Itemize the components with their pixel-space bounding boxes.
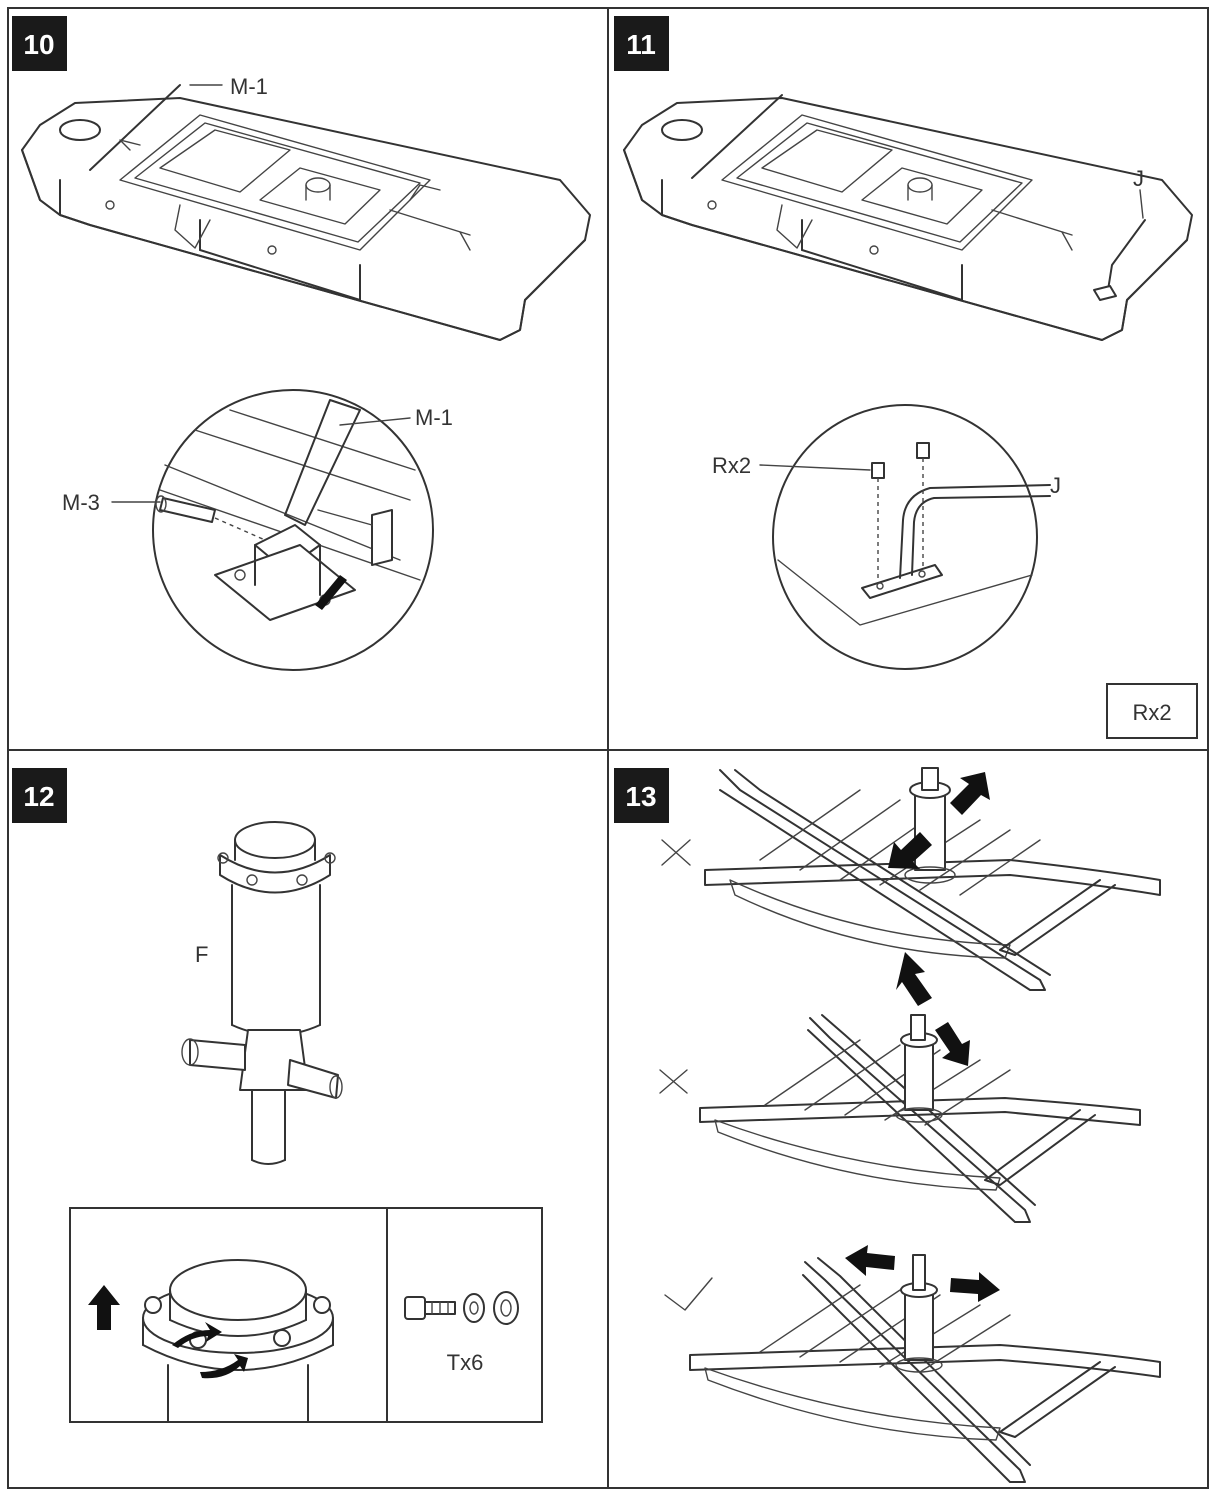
label-f: F: [195, 942, 208, 967]
base-frame-correct: [689, 1254, 1161, 1483]
arrow-icon: [845, 1245, 1000, 1302]
base-frame-wrong-2: [699, 1014, 1141, 1223]
step-number: 12: [23, 781, 54, 812]
step-12-panel: 12 F: [12, 768, 543, 1423]
step-number-badge: 11: [614, 16, 669, 71]
label-j-detail: J: [1050, 473, 1061, 498]
hardware-count-box: Rx2: [1106, 683, 1198, 739]
handle-detail-view: [772, 404, 1051, 670]
panel-grid: [7, 7, 1209, 1489]
step-13-panel: 13: [614, 767, 1161, 1483]
rx2-leader: [759, 464, 871, 471]
cross-mark-icon: [659, 1069, 688, 1094]
label-m1-detail: M-1: [415, 405, 453, 430]
cylinder-f-drawing: [181, 821, 343, 1165]
label-j-top: J: [1133, 166, 1144, 191]
bolt-detail-box: [69, 1207, 543, 1423]
label-m1-top: M-1: [230, 74, 268, 99]
rx2-box-label: Rx2: [1132, 700, 1171, 725]
label-m3: M-3: [62, 490, 100, 515]
step-number: 10: [23, 29, 54, 60]
massage-table-drawing: [21, 84, 591, 341]
m1-detail-leader: [339, 417, 411, 426]
base-frame-wrong-1: [704, 767, 1161, 991]
cross-mark-icon: [661, 839, 691, 866]
check-mark-icon: [664, 1277, 713, 1311]
bolt-washer-icon: [404, 1291, 519, 1325]
step-number-badge: 10: [12, 16, 67, 71]
arrow-icon: [888, 772, 990, 869]
step-number: 13: [625, 781, 656, 812]
step-number-badge: 12: [12, 768, 67, 823]
arrow-icon: [896, 952, 970, 1066]
label-tx6: Tx6: [447, 1350, 484, 1375]
step-number: 11: [626, 29, 656, 60]
up-arrow-icon: [88, 1285, 120, 1330]
step-number-badge: 13: [614, 768, 669, 823]
j-leader: [1139, 189, 1144, 219]
step-10-panel: 10 M-1: [12, 16, 591, 671]
step-11-panel: 11 J: [614, 16, 1198, 739]
label-rx2-detail: Rx2: [712, 453, 751, 478]
hinge-detail-view: [152, 389, 434, 671]
massage-table-drawing: [623, 94, 1193, 341]
